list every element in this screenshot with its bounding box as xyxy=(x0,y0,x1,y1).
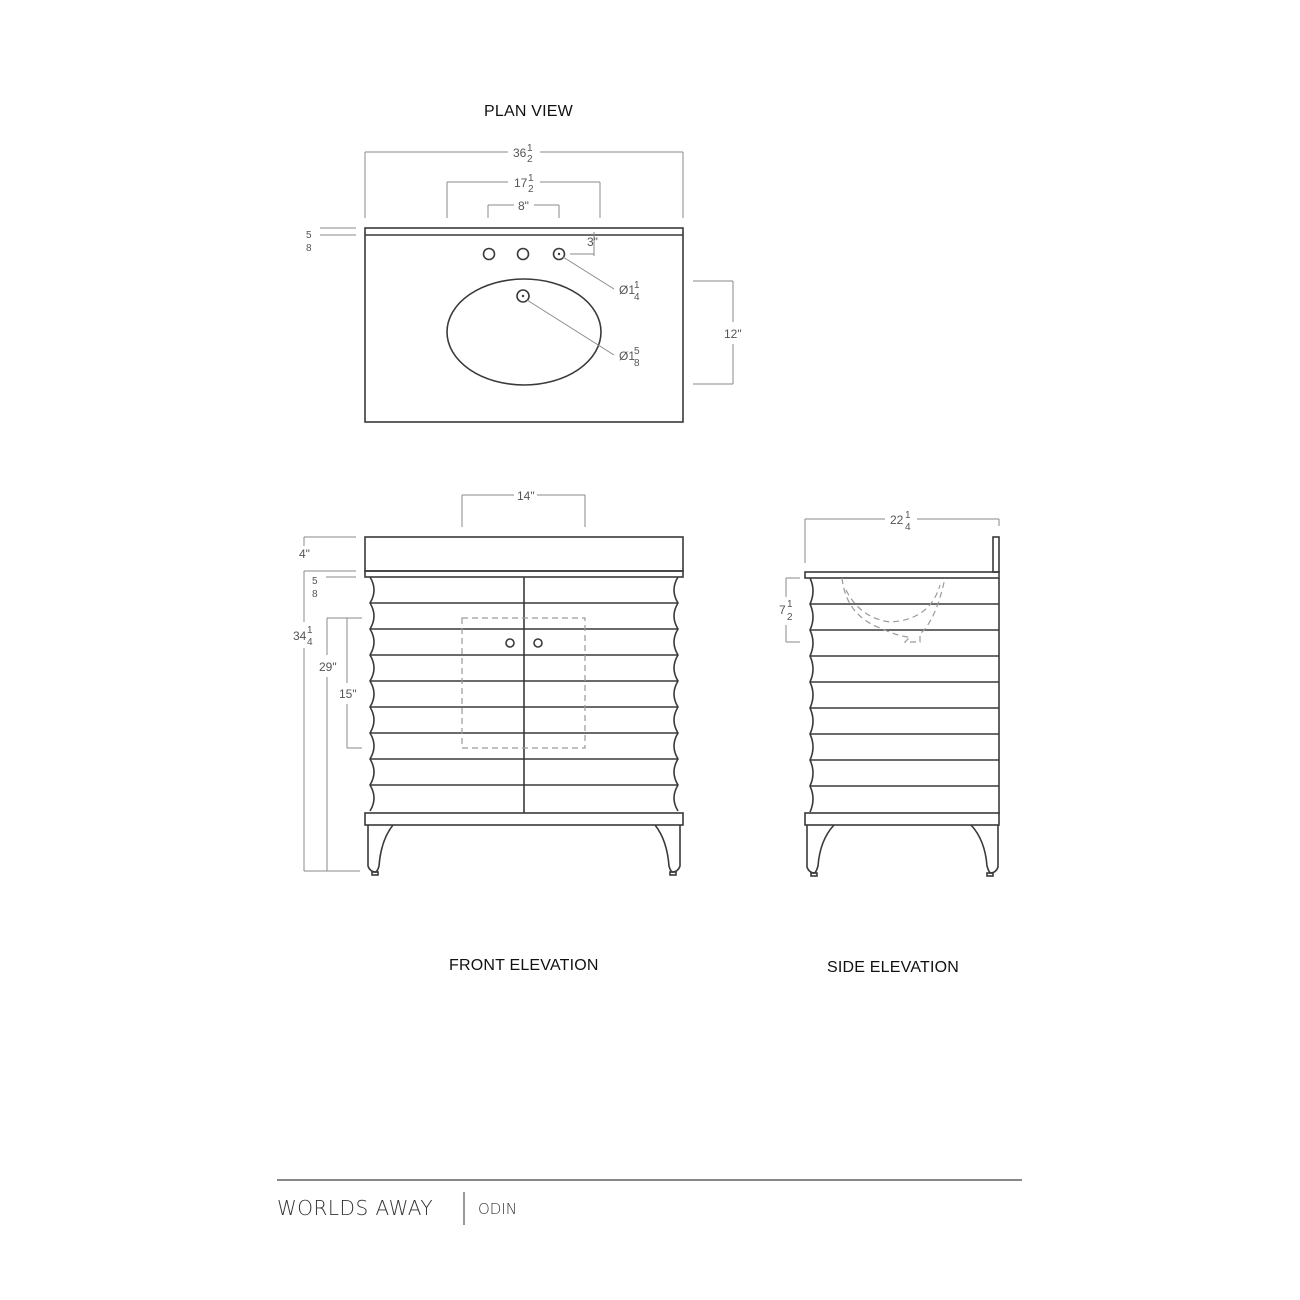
dim-faucet-hole-dia: Ø1 xyxy=(619,283,635,297)
dim-overall-height: 34 xyxy=(293,629,307,643)
svg-text:4: 4 xyxy=(307,637,313,648)
dim-front-top-thickness: 5 xyxy=(312,576,318,587)
base-plinth xyxy=(364,812,684,826)
svg-text:1: 1 xyxy=(787,599,793,610)
svg-text:2: 2 xyxy=(528,184,534,195)
dim-bowl-depth: 12" xyxy=(724,327,742,341)
cabinet-right-scallop xyxy=(673,576,679,812)
svg-text:2: 2 xyxy=(787,612,793,623)
dim-overall-depth: 22 xyxy=(890,513,904,527)
cabinet-left-scallop xyxy=(369,576,375,812)
svg-text:8: 8 xyxy=(634,358,640,369)
leg-right xyxy=(654,824,681,873)
dim-backsplash-height: 4" xyxy=(299,547,310,561)
drain-hole xyxy=(516,289,530,303)
countertop-edge xyxy=(364,570,684,578)
svg-text:1: 1 xyxy=(528,173,534,184)
door-knob-right xyxy=(533,638,543,648)
faucet-hole-left xyxy=(482,247,496,261)
svg-text:1: 1 xyxy=(634,280,640,291)
dim-faucet-setback: 3" xyxy=(587,235,598,249)
backsplash xyxy=(364,536,684,572)
dim-sink-cutout-height: 15" xyxy=(339,687,357,701)
svg-text:5: 5 xyxy=(634,346,640,357)
plan-view: 36 1 2 17 1 2 8" 5 8 3" Ø1 1 4 Ø1 5 xyxy=(306,143,742,423)
dim-top-thickness: 5 xyxy=(306,230,312,241)
basin-outline xyxy=(446,278,602,386)
product-name: ODIN xyxy=(478,1200,518,1218)
svg-text:4: 4 xyxy=(905,522,911,533)
leg-left xyxy=(367,824,394,873)
faucet-hole-center xyxy=(516,247,530,261)
door-knob-left xyxy=(505,638,515,648)
side-backsplash xyxy=(992,536,1000,573)
plan-view-title: PLAN VIEW xyxy=(484,103,573,120)
side-plinth xyxy=(804,812,1000,826)
dim-overall-width: 36 xyxy=(513,146,527,160)
front-elevation: 14" 4" 5 8 34 1 4 29" 15" xyxy=(293,489,684,876)
dim-side-bowl-depth: 7 xyxy=(779,603,786,617)
hidden-basin-outline xyxy=(841,577,946,643)
front-elevation-title: FRONT ELEVATION xyxy=(449,957,599,974)
countertop-outline xyxy=(364,227,684,423)
svg-text:1: 1 xyxy=(307,625,313,636)
svg-text:4: 4 xyxy=(634,292,640,303)
side-countertop xyxy=(804,571,1000,579)
side-elevation: 22 1 4 7 1 2 xyxy=(779,510,1000,877)
svg-text:8: 8 xyxy=(306,243,312,254)
dim-spread-outer: 17 xyxy=(514,176,528,190)
dim-spread-inner: 8" xyxy=(518,199,529,213)
side-front-scallop xyxy=(809,577,814,813)
dim-backsplash-spacing: 14" xyxy=(517,489,535,503)
dim-cabinet-height: 29" xyxy=(319,660,337,674)
svg-text:1: 1 xyxy=(527,143,533,154)
brand-name: WORLDS AWAY xyxy=(277,1196,434,1220)
side-leg-back xyxy=(970,824,999,874)
side-leg-front xyxy=(806,824,835,874)
svg-text:2: 2 xyxy=(527,154,533,165)
side-elevation-title: SIDE ELEVATION xyxy=(827,959,960,976)
dim-drain-dia: Ø1 xyxy=(619,349,635,363)
faucet-hole-right xyxy=(552,247,566,261)
svg-text:8: 8 xyxy=(312,589,318,600)
hidden-sink-outline xyxy=(461,617,586,749)
svg-text:1: 1 xyxy=(905,510,911,521)
